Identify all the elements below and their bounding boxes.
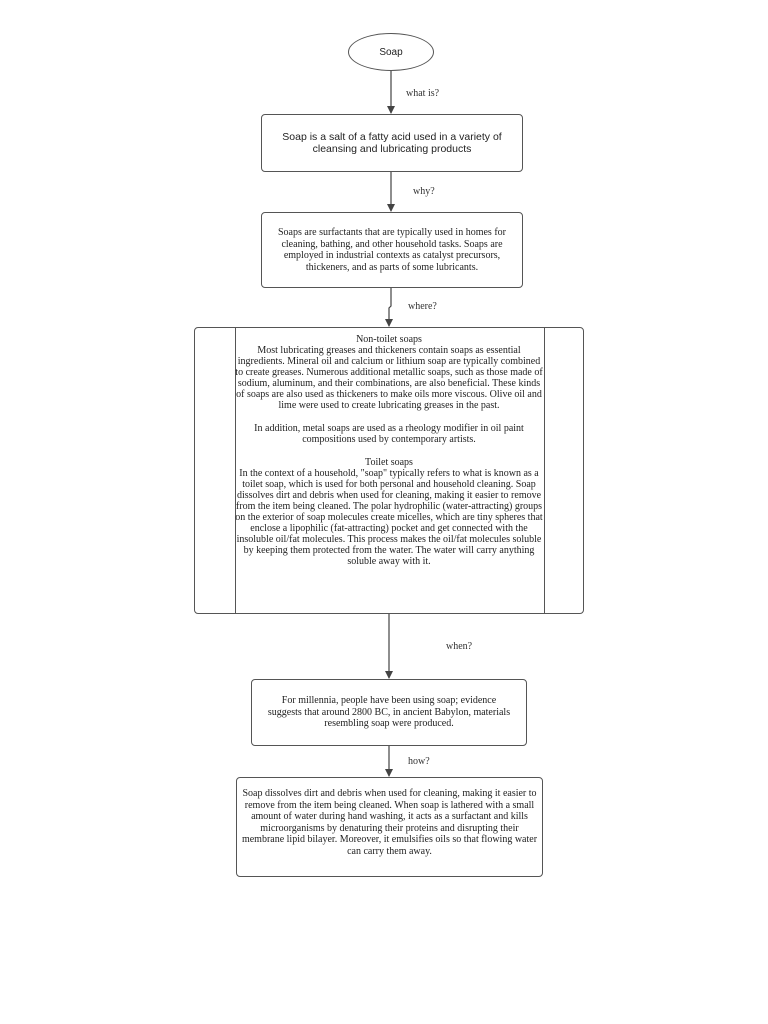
edge-label-where: where? xyxy=(408,301,437,312)
edge-label-why: why? xyxy=(413,186,435,197)
process-left-bar xyxy=(235,328,236,613)
where-process-node: Non-toilet soaps Most lubricating grease… xyxy=(194,327,584,614)
history-node: For millennia, people have been using so… xyxy=(251,679,527,746)
paragraph-toilet-soaps: In the context of a household, "soap" ty… xyxy=(235,468,543,567)
edge-label-how: how? xyxy=(408,756,430,767)
edge-label-when: when? xyxy=(446,641,473,652)
where-content: Non-toilet soaps Most lubricating grease… xyxy=(235,328,543,613)
history-text: For millennia, people have been using so… xyxy=(267,695,511,730)
uses-text: Soaps are surfactants that are typically… xyxy=(278,227,506,273)
start-node-soap: Soap xyxy=(348,33,434,71)
arrow-uses-to-where xyxy=(385,288,393,327)
paragraph-non-toilet-soaps: Most lubricating greases and thickeners … xyxy=(235,345,543,411)
heading-toilet-soaps: Toilet soaps xyxy=(365,457,413,468)
paragraph-rheology-modifier: In addition, metal soaps are used as a r… xyxy=(254,423,524,445)
method-node: Soap dissolves dirt and debris when used… xyxy=(236,777,543,877)
definition-text: Soap is a salt of a fatty acid used in a… xyxy=(282,131,502,155)
definition-node: Soap is a salt of a fatty acid used in a… xyxy=(261,114,523,172)
process-right-bar xyxy=(544,328,545,613)
method-text: Soap dissolves dirt and debris when used… xyxy=(241,788,538,857)
start-node-label: Soap xyxy=(379,46,403,58)
uses-node: Soaps are surfactants that are typically… xyxy=(261,212,523,288)
edge-label-what: what is? xyxy=(406,88,440,99)
heading-non-toilet-soaps: Non-toilet soaps xyxy=(356,334,422,345)
